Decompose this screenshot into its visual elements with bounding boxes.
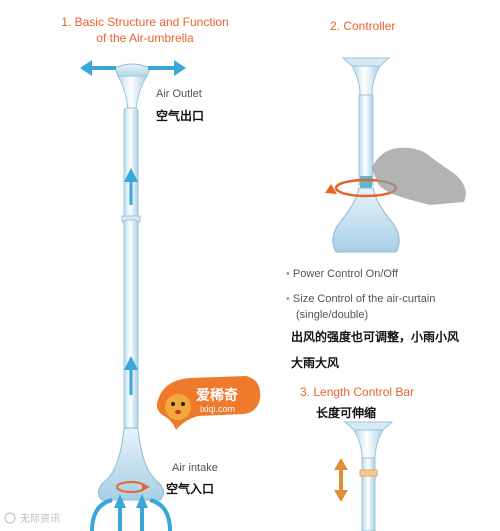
section1-title-line2: of the Air-umbrella <box>96 31 194 45</box>
arrow-up-icon <box>124 356 138 370</box>
length-bar-tube <box>361 457 376 531</box>
length-joint <box>359 469 378 477</box>
section1-title: 1. Basic Structure and Function of the A… <box>30 14 260 46</box>
arrow-up-icon <box>124 168 138 182</box>
air-outlet-cap <box>114 63 151 111</box>
bullet-size-control-detail: (single/double) <box>296 309 369 321</box>
bullet-power-control: Power Control On/Off <box>286 268 398 280</box>
watermark-text: 无际资讯 <box>20 513 60 525</box>
watermark-icon <box>4 512 16 524</box>
controller-illustration <box>325 57 466 253</box>
air-intake-label-cn: 空气入口 <box>166 482 215 496</box>
air-outlet-label: Air Outlet <box>156 88 202 100</box>
controller-cn-line1: 出风的强度也可调整，小雨小风 <box>291 330 460 344</box>
arrow-up-icon <box>136 494 148 508</box>
bullet-size-control: Size Control of the air-curtain <box>286 293 435 305</box>
badge-url: ixiqi.com <box>200 404 235 414</box>
rotate-arrow-icon <box>325 184 337 194</box>
arrow-right-icon <box>174 60 186 76</box>
control-button-icon <box>360 176 372 188</box>
air-intake-label: Air intake <box>172 462 218 474</box>
arrow-up-icon <box>114 494 126 508</box>
length-bar-illustration <box>334 421 394 531</box>
outlet-arrows <box>80 60 186 76</box>
airflow-up-arrows <box>124 168 138 395</box>
hand-icon <box>372 147 466 205</box>
arrow-left-icon <box>80 60 92 76</box>
air-intake-base <box>98 427 164 501</box>
umbrella-main <box>80 60 186 531</box>
mascot-icon <box>165 394 191 420</box>
section1-title-line1: 1. Basic Structure and Function <box>61 15 229 29</box>
air-outlet-label-cn: 空气出口 <box>156 109 205 123</box>
brand-badge: 爱稀奇 ixiqi.com <box>156 376 261 430</box>
watermark: 无际资讯 <box>4 512 60 525</box>
badge-text: 爱稀奇 <box>196 387 238 404</box>
section3-cn: 长度可伸缩 <box>316 406 377 420</box>
up-down-arrow-icon <box>334 458 348 502</box>
section2-title: 2. Controller <box>330 19 396 33</box>
rotate-arrow-icon <box>142 483 150 491</box>
tube-lower <box>123 219 139 429</box>
section3-title: 3. Length Control Bar <box>300 385 415 399</box>
intake-airflow <box>90 494 172 531</box>
controller-cn-line2: 大雨大风 <box>291 356 340 370</box>
controller-tube <box>358 94 374 186</box>
